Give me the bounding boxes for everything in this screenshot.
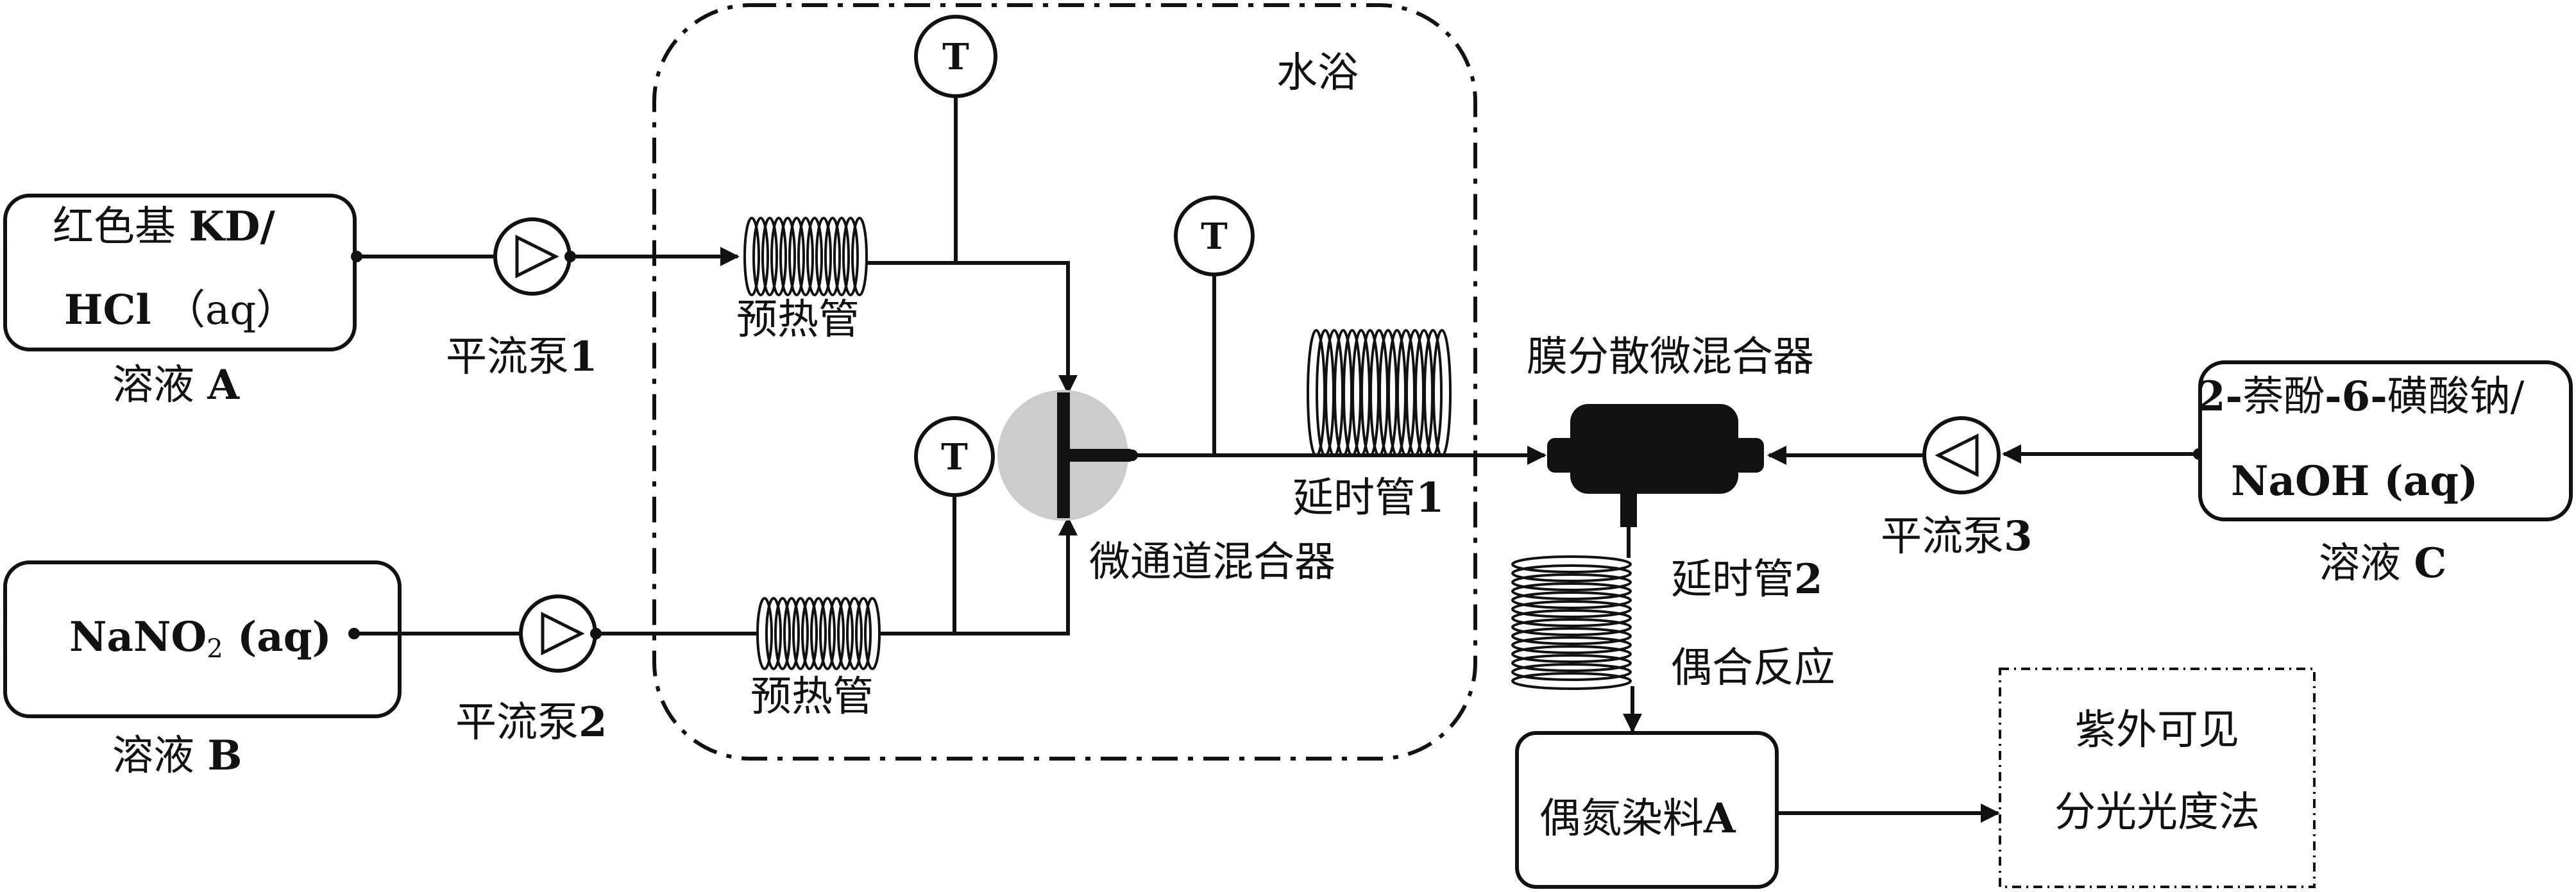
t-sensor-2-icon	[914, 416, 995, 497]
preheat-tube-1-coil	[743, 217, 868, 296]
solution-a-caption: 溶液 A	[112, 361, 240, 409]
solution-a-box	[3, 194, 357, 351]
line-preheat2-to-mixer	[880, 516, 1078, 635]
solution-a-box-line1: 红色基 KD/	[53, 203, 275, 251]
delay-tube-1-label: 延时管1	[1292, 474, 1445, 522]
solution-c-box	[2198, 360, 2573, 521]
microchannel-mixer-icon	[997, 390, 1131, 521]
preheat-tube-1-label: 预热管	[736, 296, 860, 344]
membrane-mixer-label: 膜分散微混合器	[1527, 333, 1814, 381]
product-label: 偶氮染料A	[1539, 795, 1736, 843]
membrane-mixer-icon	[1547, 404, 1764, 527]
pump-3-icon	[1922, 416, 2001, 494]
solution-b-box-text: NaNO2 (aq)	[69, 613, 332, 664]
solution-b-caption: 溶液 B	[112, 732, 242, 780]
t-sensor-3-icon	[1174, 196, 1255, 276]
solution-c-box-line1: 2-萘酚-6-磺酸钠/	[2197, 373, 2525, 421]
pump-2-label: 平流泵2	[455, 698, 607, 746]
preheat-tube-2-label: 预热管	[750, 673, 874, 721]
water-bath-enclosure	[652, 3, 1477, 761]
delay-tube-2-coil	[1511, 555, 1632, 690]
solution-a-box-line2: HCl （aq）	[64, 286, 297, 334]
t-sensor-2-symbol: T	[941, 436, 968, 478]
line-preheat1-to-mixer	[867, 261, 1078, 394]
analysis-line1: 紫外可见	[2075, 707, 2239, 754]
t-sensor-3-symbol: T	[1201, 215, 1228, 258]
t-sensor-1-symbol: T	[942, 36, 969, 78]
pump-1-icon	[493, 217, 572, 296]
microchannel-mixer-label: 微通道混合器	[1089, 539, 1335, 586]
solution-c-caption: 溶液 C	[2319, 539, 2446, 587]
pump-3-label: 平流泵3	[1881, 512, 2033, 560]
water-bath-label: 水浴	[1276, 49, 1359, 97]
preheat-tube-2-coil	[756, 597, 881, 670]
solution-c-box-line2: NaOH (aq)	[2231, 457, 2478, 505]
analysis-line2: 分光光度法	[2055, 789, 2260, 836]
product-box	[1515, 731, 1779, 889]
coupling-reaction-label: 偶合反应	[1671, 644, 1835, 692]
analysis-box	[1999, 668, 2316, 888]
delay-tube-2-label: 延时管2	[1671, 555, 1823, 603]
solution-b-box	[3, 560, 402, 718]
t-sensor-1-icon	[914, 15, 997, 98]
pump-2-icon	[519, 594, 597, 673]
delay-tube-1-coil	[1307, 329, 1452, 457]
pump-1-label: 平流泵1	[446, 333, 598, 381]
